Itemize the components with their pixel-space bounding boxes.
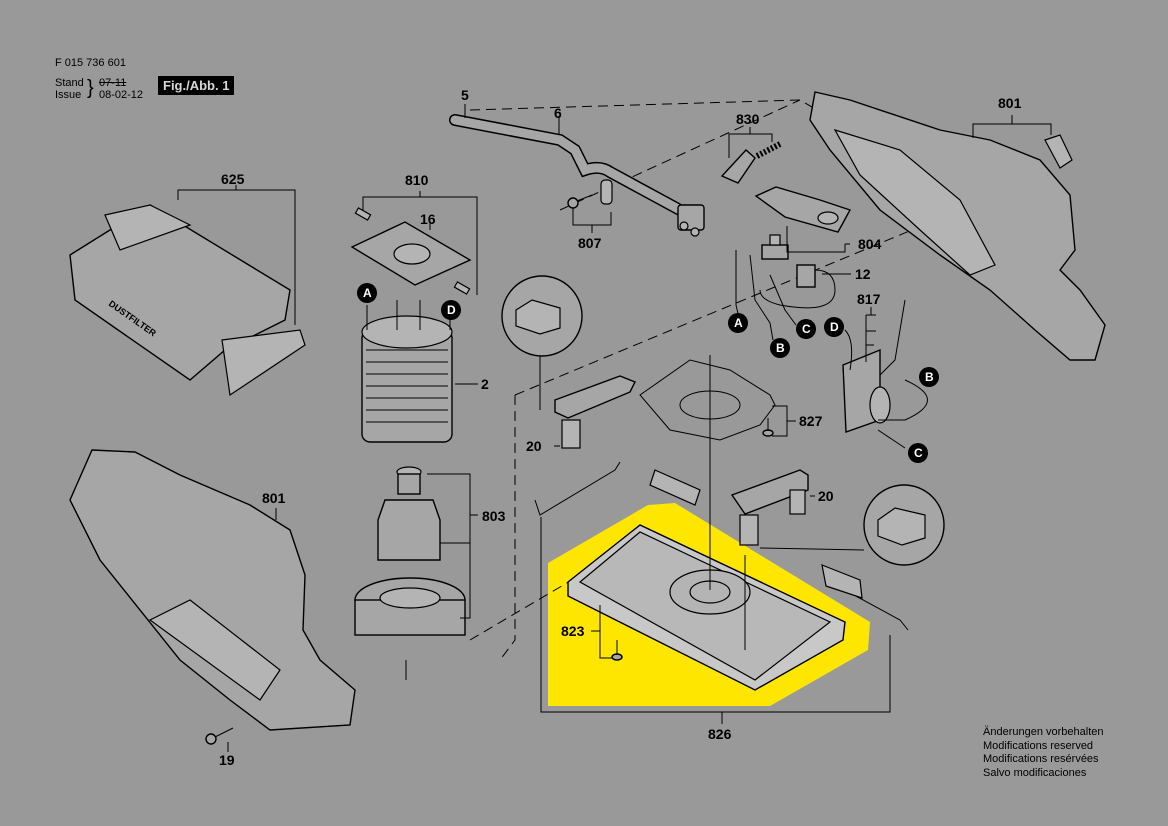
label-16: 16 — [420, 211, 436, 227]
label-20-right: 20 — [818, 488, 834, 504]
connector-badge-d: D — [824, 317, 844, 337]
label-2: 2 — [481, 376, 489, 392]
connector-badge-a: A — [728, 313, 748, 333]
figure-badge: Fig./Abb. 1 — [158, 76, 235, 95]
housing-right — [809, 91, 1106, 361]
note-line: Änderungen vorbehalten — [983, 726, 1104, 738]
field-coil — [361, 300, 453, 443]
label-827: 827 — [799, 413, 823, 429]
assembly-line — [499, 395, 516, 661]
svg-text:B: B — [776, 341, 785, 355]
svg-text:C: C — [914, 446, 923, 460]
capacitor — [759, 264, 836, 309]
label-801-top: 801 — [998, 95, 1022, 111]
stand-value: 07-11 — [99, 77, 127, 89]
label-817: 817 — [857, 291, 881, 307]
modification-notes: Änderungen vorbehalten Modifications res… — [983, 726, 1103, 780]
issue-label: Issue — [55, 89, 82, 101]
connector-badge-b: B — [919, 367, 939, 387]
terminal-block — [677, 204, 705, 237]
label-804: 804 — [858, 236, 882, 252]
switch — [761, 234, 789, 260]
svg-text:D: D — [447, 303, 456, 317]
label-803: 803 — [482, 508, 506, 524]
part-number: F 015 736 601 — [55, 57, 126, 69]
label-625: 625 — [221, 171, 245, 187]
label-20-left: 20 — [526, 438, 542, 454]
label-830: 830 — [736, 111, 760, 127]
sanding-plate — [567, 524, 846, 691]
assembly-line — [514, 209, 961, 396]
foot-clip-right — [730, 469, 809, 546]
switch-cover — [754, 186, 852, 233]
label-823: 823 — [561, 623, 585, 639]
note-line: Modifications reserved — [983, 739, 1094, 752]
gasket — [639, 355, 776, 500]
label-19: 19 — [219, 752, 235, 768]
brush-plate — [350, 207, 472, 295]
issue-value: 08-02-12 — [99, 89, 144, 101]
svg-text:B: B — [925, 370, 934, 384]
label-6: 6 — [554, 105, 562, 121]
connector-badge-a: A — [357, 283, 377, 303]
electronics-module — [842, 299, 928, 449]
note-line: Modifications resérvées — [983, 753, 1099, 765]
power-cable — [449, 114, 686, 216]
armature — [354, 466, 466, 636]
brace-icon: } — [87, 77, 94, 99]
dust-filter: DUSTFILTER — [69, 204, 306, 397]
stand-label: Stand — [55, 77, 84, 89]
screw-827 — [762, 418, 774, 437]
connector-badge-b: B — [770, 338, 790, 358]
housing-left — [69, 449, 356, 731]
label-810: 810 — [405, 172, 429, 188]
svg-text:C: C — [802, 322, 811, 336]
screw-823 — [611, 640, 623, 661]
assembly-line — [559, 99, 801, 211]
cable-clamp — [567, 179, 613, 209]
label-5: 5 — [461, 87, 469, 103]
connector-badge-c: C — [908, 443, 928, 463]
label-801-left: 801 — [262, 490, 286, 506]
note-line: Salvo modificaciones — [983, 766, 1087, 779]
svg-text:A: A — [363, 286, 372, 300]
connector-badge-c: C — [796, 319, 816, 339]
foot-clip-left — [554, 375, 636, 449]
label-12: 12 — [855, 266, 871, 282]
switch-slider — [720, 141, 782, 184]
label-807: 807 — [578, 235, 602, 251]
connector-badge-d: D — [441, 300, 461, 320]
svg-text:A: A — [734, 316, 743, 330]
screw-19 — [205, 727, 234, 745]
label-826: 826 — [708, 726, 732, 742]
svg-text:D: D — [830, 320, 839, 334]
